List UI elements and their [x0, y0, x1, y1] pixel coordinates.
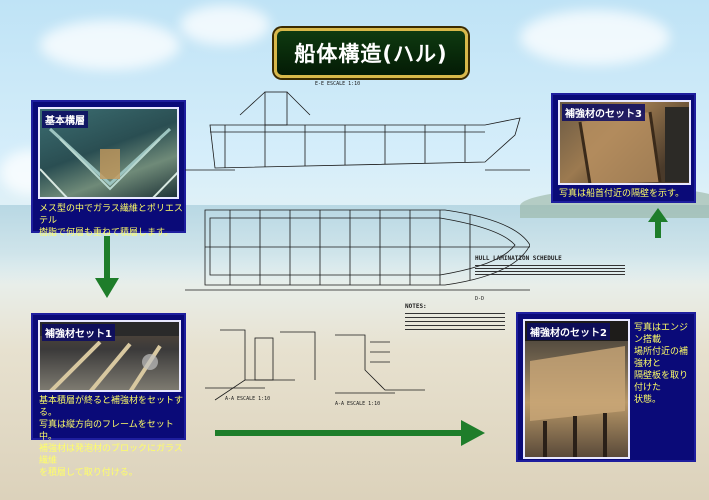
caption-line: 場所付近の補強材と [634, 347, 689, 369]
cloud [520, 10, 670, 65]
panel-label: 補強材セット1 [42, 324, 115, 341]
caption-line: 写真は縦方向のフレームをセット中。 [39, 420, 174, 442]
caption-line: 状態。 [634, 395, 662, 405]
drawing-label-section: E-E ESCALE 1:10 [315, 81, 360, 87]
drawing-label-plan: D-D [475, 296, 484, 302]
panel-basic-lamination: 基本構層 メス型の中でガラス繊維とポリエステル 樹脂で何層も重ねて積層します。 [31, 100, 186, 238]
schedule-title: HULL LAMINATION SCHEDULE [475, 255, 562, 262]
caption-line: 写真は船首付近の隔壁を示す。 [559, 189, 685, 199]
engine-photo-art [525, 321, 628, 457]
drawing-label-detail-a: A-A ESCALE 1:10 [225, 396, 270, 402]
caption-line: メス型の中でガラス繊維とポリエステル [39, 204, 183, 226]
caption-line: 基本積層が終ると補強材をセットする。 [39, 396, 184, 418]
caption-line: 補強材は発泡材のブロックにガラス繊維 [39, 444, 183, 466]
cloud [40, 20, 180, 70]
panel-caption: 写真は船首付近の隔壁を示す。 [559, 188, 684, 200]
photo-frame-setting: 補強材セット1 [38, 320, 181, 392]
title-banner: 船体構造(ハル) [274, 28, 468, 78]
bulkhead-photo-art [578, 107, 689, 183]
panel-label: 補強材のセット3 [562, 104, 645, 121]
arrow-right-icon [215, 420, 485, 446]
panel-reinforcement-3: 補強材のセット3 写真は船首付近の隔壁を示す。 [551, 93, 696, 203]
hull-drawing: E-E ESCALE 1:10 D-D A-A ESCALE 1:10 A-A … [185, 81, 530, 407]
panel-caption: メス型の中でガラス繊維とポリエステル 樹脂で何層も重ねて積層します。 [39, 203, 184, 239]
panel-reinforcement-2: 補強材のセット2 写真はエンジン搭載 場所付近の補強材と 隔壁板を取り付けた 状… [516, 312, 696, 462]
hull-lamination-schedule: HULL LAMINATION SCHEDULE [475, 255, 645, 275]
panel-caption: 写真はエンジン搭載 場所付近の補強材と 隔壁板を取り付けた 状態。 [634, 322, 696, 406]
panel-reinforcement-1: 補強材セット1 基本積層が終ると補強材をセットする。 写真は縦方向のフレームをセ… [31, 313, 186, 478]
panel-label: 基本構層 [42, 111, 88, 128]
caption-line: 隔壁板を取り付けた [634, 371, 689, 393]
notes-title: NOTES: [405, 303, 427, 310]
arrow-up-icon [648, 208, 668, 238]
drawing-label-detail-b: A-A ESCALE 1:10 [335, 401, 380, 407]
panel-caption: 基本積層が終ると補強材をセットする。 写真は縦方向のフレームをセット中。 補強材… [39, 395, 184, 479]
drawing-notes: NOTES: [405, 303, 515, 330]
cloud [180, 5, 270, 45]
photo-mold: 基本構層 [38, 107, 179, 199]
caption-line: を積層して取り付ける。 [39, 468, 138, 478]
caption-line: 写真はエンジン搭載 [634, 323, 689, 345]
photo-engine-area: 補強材のセット2 [523, 319, 630, 459]
page-title: 船体構造(ハル) [294, 42, 448, 66]
photo-bulkhead: 補強材のセット3 [558, 100, 691, 185]
mold-photo-art [40, 127, 177, 197]
panel-label: 補強材のセット2 [527, 323, 610, 340]
arrow-down-icon [95, 236, 119, 298]
caption-line: 樹脂で何層も重ねて積層します。 [39, 228, 174, 238]
